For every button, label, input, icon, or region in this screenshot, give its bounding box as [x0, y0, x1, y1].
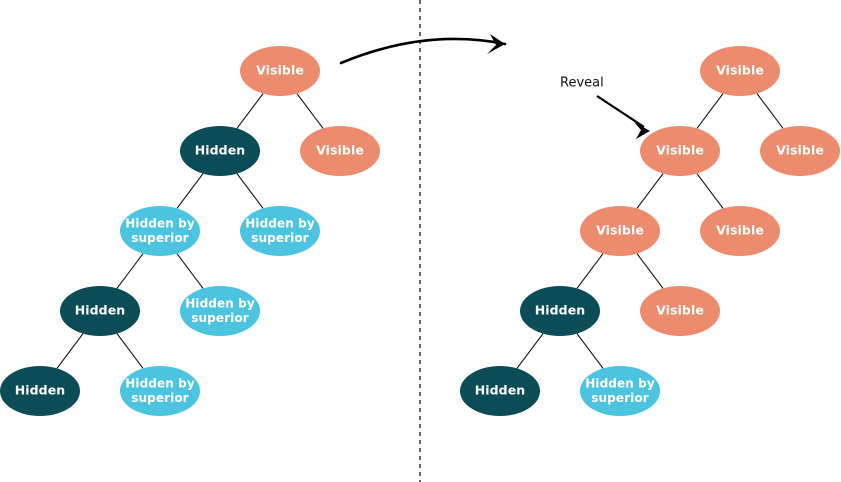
tree-node-visible[interactable]: Visible [700, 46, 780, 96]
tree-node-visible[interactable]: Visible [300, 126, 380, 176]
node-label: Hidden [75, 303, 126, 318]
node-label: Hidden [195, 143, 246, 158]
tree-node-hidden[interactable]: Hidden [460, 366, 540, 416]
reveal-annotation: Reveal [560, 76, 650, 139]
node-ellipse[interactable] [180, 126, 260, 176]
tree-edge [296, 93, 324, 129]
tree-node-visible[interactable]: Visible [700, 206, 780, 256]
tree-edge [176, 253, 204, 289]
node-label: Visible [316, 143, 364, 158]
tree-node-hidden[interactable]: Hidden [0, 366, 80, 416]
node-label: Visible [656, 303, 704, 318]
node-ellipse[interactable] [300, 126, 380, 176]
before-tree-edges [56, 93, 324, 369]
node-label: Hidden [535, 303, 586, 318]
node-ellipse[interactable] [520, 286, 600, 336]
tree-node-hidden[interactable]: Hidden [60, 286, 140, 336]
node-ellipse[interactable] [120, 366, 200, 416]
node-ellipse[interactable] [120, 206, 200, 256]
tree-edge [116, 333, 144, 369]
node-label: Visible [776, 143, 824, 158]
node-ellipse[interactable] [240, 46, 320, 96]
reveal-arrow-line [596, 95, 645, 128]
tree-edge [236, 173, 264, 209]
node-label: Hidden [15, 383, 66, 398]
tree-edge [576, 253, 604, 289]
tree-edge [696, 93, 724, 129]
tree-edge [636, 173, 664, 209]
node-ellipse[interactable] [0, 366, 80, 416]
node-ellipse[interactable] [580, 206, 660, 256]
transition-arrow-head [487, 34, 505, 54]
tree-edge [696, 173, 724, 209]
node-ellipse[interactable] [580, 366, 660, 416]
node-ellipse[interactable] [640, 126, 720, 176]
transition-arrow [339, 34, 507, 65]
tree-node-visible[interactable]: Visible [640, 286, 720, 336]
node-ellipse[interactable] [60, 286, 140, 336]
node-ellipse[interactable] [180, 286, 260, 336]
tree-node-visible[interactable]: Visible [640, 126, 720, 176]
tree-edge [756, 93, 784, 129]
node-ellipse[interactable] [460, 366, 540, 416]
tree-edge [576, 333, 604, 369]
tree-edge [236, 93, 264, 129]
node-label: Visible [656, 143, 704, 158]
tree-node-visible[interactable]: Visible [580, 206, 660, 256]
node-ellipse[interactable] [640, 286, 720, 336]
node-label: Visible [716, 63, 764, 78]
tree-node-visible[interactable]: Visible [760, 126, 840, 176]
after-tree-edges [516, 93, 784, 369]
reveal-arrow-head [634, 122, 650, 139]
node-ellipse[interactable] [700, 46, 780, 96]
node-ellipse[interactable] [760, 126, 840, 176]
tree-edge [636, 253, 664, 289]
transition-arrow-curve [339, 37, 507, 65]
tree-edge [116, 253, 144, 289]
tree-edge [516, 333, 544, 369]
node-label: Visible [256, 63, 304, 78]
tree-edge [176, 173, 204, 209]
node-ellipse[interactable] [700, 206, 780, 256]
reveal-label: Reveal [560, 76, 604, 91]
node-label: Hidden [475, 383, 526, 398]
tree-edge [56, 333, 84, 369]
tree-node-visible[interactable]: Visible [240, 46, 320, 96]
tree-node-hidden[interactable]: Hidden [520, 286, 600, 336]
tree-node-hidden[interactable]: Hidden [180, 126, 260, 176]
node-label: Visible [596, 223, 644, 238]
node-label: Visible [716, 223, 764, 238]
node-ellipse[interactable] [240, 206, 320, 256]
